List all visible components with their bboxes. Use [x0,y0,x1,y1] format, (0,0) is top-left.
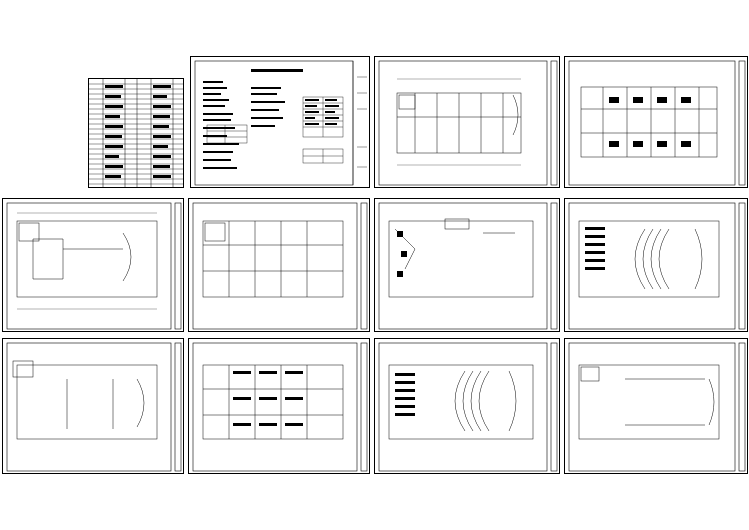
floor-plan-sheet-9[interactable] [374,338,560,474]
plan-drawing [568,202,746,330]
floor-plan-sheet-7[interactable] [2,338,184,474]
floor-plan-sheet-10[interactable] [564,338,748,474]
floor-plan-sheet-3[interactable] [2,198,184,332]
plan-drawing [6,202,182,330]
floor-plan-sheet-4[interactable] [188,198,370,332]
design-notes-sheet[interactable] [190,56,370,188]
floor-plan-sheet-6[interactable] [564,198,748,332]
index-table [89,79,183,187]
plan-drawing [6,342,182,472]
floor-plan-sheet-8[interactable] [188,338,370,474]
drawing-index-sheet[interactable] [88,78,184,188]
plan-drawing [378,202,558,330]
plan-drawing [192,202,368,330]
plan-drawing [378,60,558,186]
plan-drawing [568,342,746,472]
floor-plan-sheet-5[interactable] [374,198,560,332]
notes-content [194,60,367,186]
floor-plan-sheet-2[interactable] [564,56,748,188]
plan-drawing [568,60,746,186]
plan-drawing [378,342,558,472]
plan-drawing [192,342,368,472]
floor-plan-sheet-1[interactable] [374,56,560,188]
